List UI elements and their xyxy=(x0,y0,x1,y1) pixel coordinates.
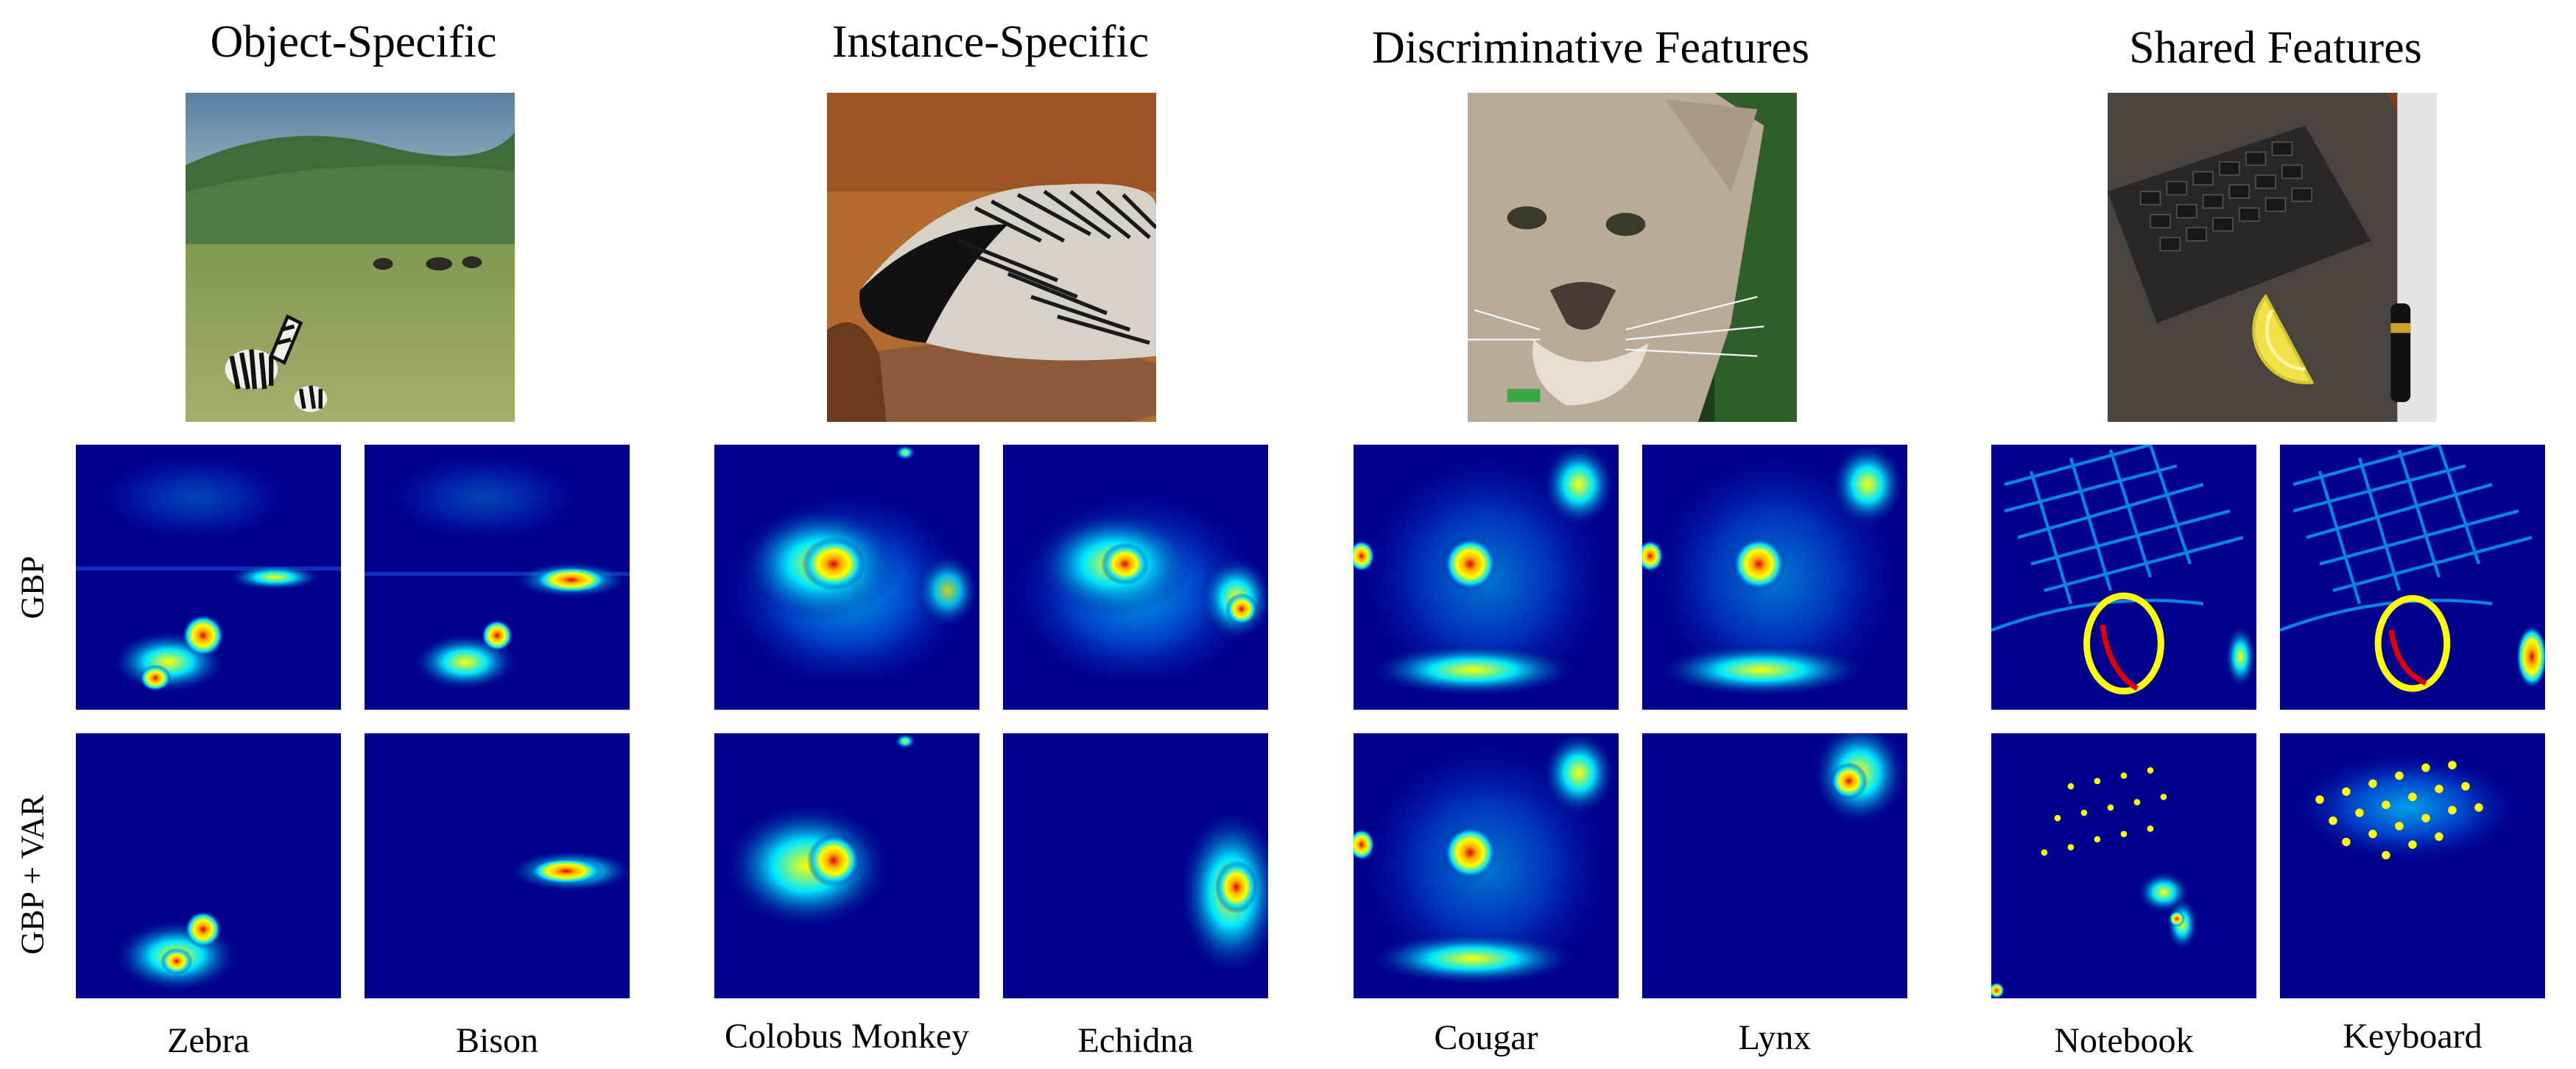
heatmap-gbp-var-echidna xyxy=(1003,733,1268,998)
heatmap-gbp-zebra xyxy=(76,445,341,710)
caption-cougar: Cougar xyxy=(1434,1018,1538,1057)
heatmap-gbp-var-cougar xyxy=(1354,733,1619,998)
heatmap-gbp-keyboard xyxy=(2280,445,2545,710)
column-title-discriminative-features: Discriminative Features xyxy=(1372,23,1809,73)
heatmap-gbp-notebook xyxy=(1991,445,2256,710)
heatmap-gbp-colobus-monkey xyxy=(714,445,979,710)
heatmap-gbp-bison xyxy=(365,445,630,710)
caption-notebook: Notebook xyxy=(2054,1021,2194,1060)
row-label-gbp: GBP xyxy=(14,556,51,619)
heatmap-gbp-var-keyboard xyxy=(2280,733,2545,998)
column-title-shared-features: Shared Features xyxy=(2129,23,2422,73)
column-title-instance-specific: Instance-Specific xyxy=(831,17,1150,67)
row-label-gbp-var: GBP + VAR xyxy=(14,794,51,955)
caption-keyboard: Keyboard xyxy=(2343,1017,2482,1056)
heatmap-gbp-cougar xyxy=(1354,445,1619,710)
heatmap-gbp-var-lynx xyxy=(1642,733,1907,998)
caption-echidna: Echidna xyxy=(1077,1021,1194,1060)
porcupine-photo xyxy=(827,93,1156,422)
heatmap-gbp-var-zebra xyxy=(76,733,341,998)
zebra-savanna-photo xyxy=(186,93,515,422)
laptop-lemon-photo xyxy=(2108,93,2437,422)
cougar-photo xyxy=(1468,93,1797,422)
heatmap-gbp-echidna xyxy=(1003,445,1268,710)
caption-colobus-monkey: Colobus Monkey xyxy=(724,1017,970,1056)
column-title-object-specific: Object-Specific xyxy=(210,17,497,67)
heatmap-gbp-var-colobus-monkey xyxy=(714,733,979,998)
caption-zebra: Zebra xyxy=(167,1021,250,1060)
heatmap-gbp-lynx xyxy=(1642,445,1907,710)
heatmap-gbp-var-bison xyxy=(365,733,630,998)
caption-lynx: Lynx xyxy=(1738,1018,1812,1057)
caption-bison: Bison xyxy=(455,1021,539,1060)
heatmap-gbp-var-notebook xyxy=(1991,733,2256,998)
